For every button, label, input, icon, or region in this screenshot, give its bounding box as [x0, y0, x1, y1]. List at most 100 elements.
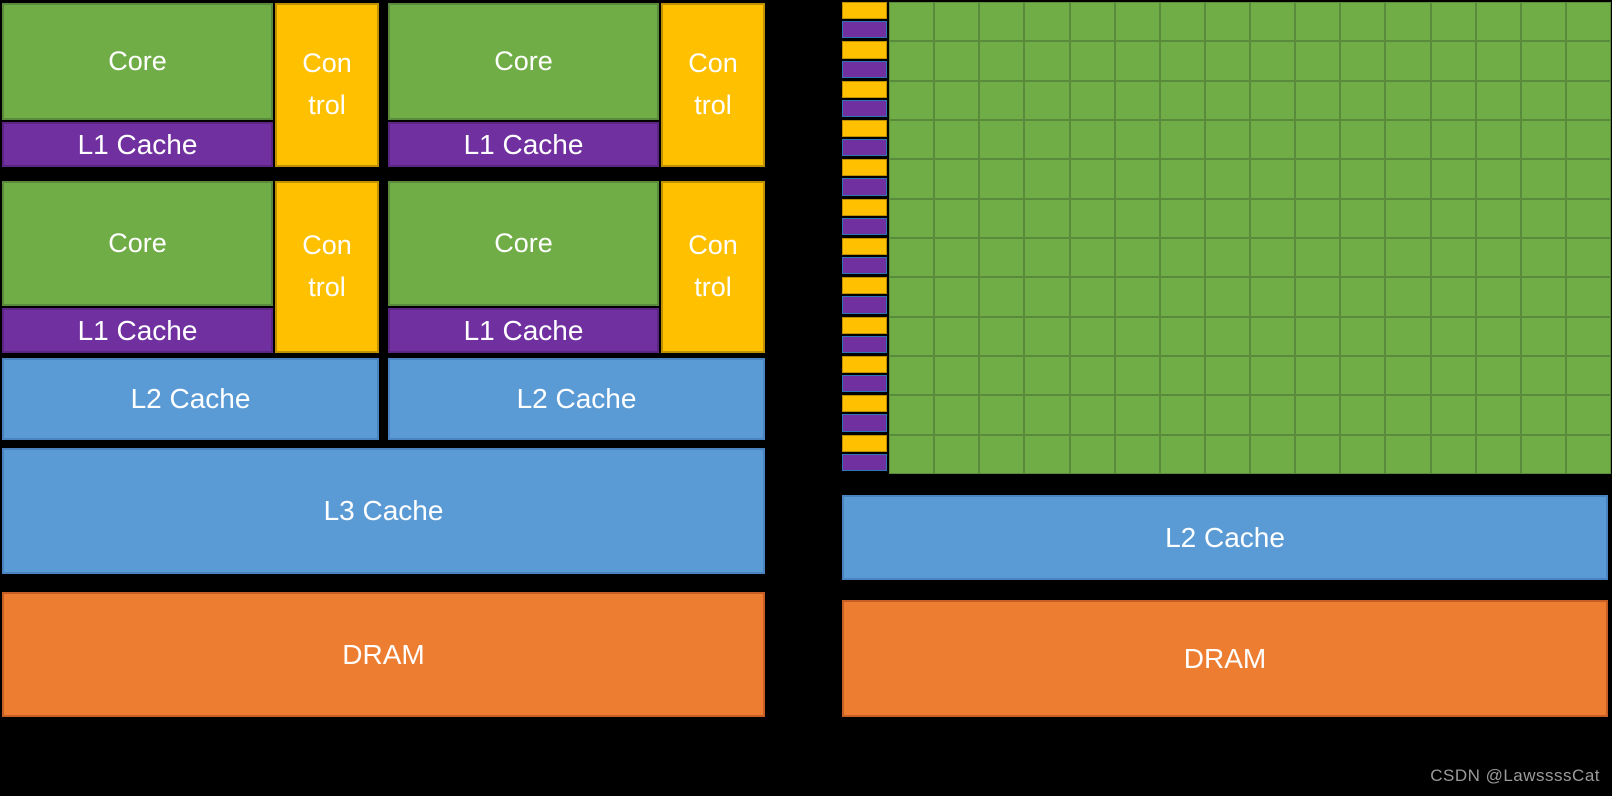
gpu-core-cell — [934, 80, 980, 120]
gpu-control-l1-stripe-pair — [842, 395, 887, 434]
gpu-core-row — [889, 237, 1611, 278]
gpu-core-cell — [1565, 159, 1611, 199]
gpu-control-l1-stripe-pair — [842, 2, 887, 41]
gpu-control-l1-stripe-pair — [842, 41, 887, 80]
gpu-core-cell — [1520, 316, 1566, 356]
gpu-control-l1-stripe-pair — [842, 119, 887, 159]
gpu-core-cell — [1069, 2, 1115, 42]
gpu-core-cell — [934, 159, 980, 199]
gpu-core-cell — [934, 41, 980, 81]
cpu-l2-cache-label: L2 Cache — [516, 383, 637, 415]
gpu-grid-row — [842, 237, 1611, 278]
gpu-control-l1-stripe-pair — [842, 316, 887, 356]
gpu-core-cell — [1520, 80, 1566, 120]
gpu-core-cell — [1250, 355, 1296, 396]
gpu-core-cell — [1565, 237, 1611, 278]
gpu-control-l1-stripe-pair — [842, 198, 887, 238]
gpu-core-cell — [889, 41, 935, 81]
gpu-core-cell — [1565, 316, 1611, 356]
cpu-l1-cache-label: L1 Cache — [77, 314, 198, 346]
gpu-grid-row — [842, 316, 1611, 356]
gpu-core-cell — [1295, 355, 1341, 396]
cpu-control-label-line2: trol — [694, 90, 732, 120]
gpu-core-cell — [1295, 395, 1341, 435]
gpu-core-cell — [1430, 41, 1476, 81]
gpu-core-cell — [1024, 159, 1070, 199]
gpu-l1-cache-stripe — [842, 375, 887, 393]
gpu-core-cell — [1024, 80, 1070, 120]
gpu-core-cell — [1114, 277, 1160, 317]
gpu-l1-cache-stripe — [842, 453, 887, 471]
gpu-core-cell — [979, 277, 1025, 317]
gpu-core-cell — [1250, 159, 1296, 199]
gpu-core-cell — [1430, 237, 1476, 278]
gpu-control-l1-stripe-pair — [842, 237, 887, 277]
gpu-core-cell — [979, 395, 1025, 435]
gpu-core-cell — [1475, 237, 1521, 278]
cpu-core-column: Core L1 Cache — [388, 181, 659, 353]
gpu-core-cell — [1024, 316, 1070, 356]
gpu-core-cell — [1295, 434, 1341, 474]
gpu-core-cell — [1385, 237, 1431, 278]
cpu-dram-block: DRAM — [2, 592, 765, 717]
gpu-l1-cache-stripe — [842, 21, 887, 39]
cpu-l1-cache-label: L1 Cache — [77, 128, 198, 160]
gpu-core-cell — [1159, 277, 1205, 317]
gpu-core-cell — [1295, 41, 1341, 81]
gpu-core-cell — [934, 434, 980, 474]
gpu-core-cell — [1520, 198, 1566, 238]
gpu-core-cell — [1159, 198, 1205, 238]
gpu-core-cell — [1430, 80, 1476, 120]
gpu-core-cell — [1024, 237, 1070, 278]
gpu-control-stripe — [842, 159, 887, 177]
cpu-diagram: Core L1 Cache Con trol Core L1 Cache — [2, 3, 765, 717]
gpu-core-cell — [1024, 395, 1070, 435]
cpu-control-block: Con trol — [275, 3, 379, 167]
gpu-grid-row — [842, 119, 1611, 160]
gpu-core-cell — [1385, 316, 1431, 356]
gpu-core-cell — [1475, 395, 1521, 435]
gpu-core-row — [889, 80, 1611, 120]
gpu-grid-row — [842, 80, 1611, 120]
gpu-core-cell — [1430, 434, 1476, 474]
gpu-core-cell — [1340, 119, 1386, 160]
gpu-core-cell — [1250, 395, 1296, 435]
gpu-grid-row — [842, 277, 1611, 317]
cpu-l1-cache-label: L1 Cache — [463, 128, 584, 160]
cpu-core-block: Core — [2, 3, 273, 120]
gpu-core-cell — [1385, 277, 1431, 317]
gpu-core-cell — [1430, 2, 1476, 42]
cpu-dram-label: DRAM — [342, 638, 425, 670]
gpu-core-cell — [1114, 2, 1160, 42]
gpu-core-cell — [1520, 434, 1566, 474]
gpu-core-row — [889, 159, 1611, 199]
cpu-l3-cache-block: L3 Cache — [2, 448, 765, 574]
cpu-core-group: Core L1 Cache Con trol — [2, 3, 379, 167]
cpu-l1-cache-block: L1 Cache — [2, 308, 273, 353]
watermark: CSDN @LawssssCat — [1430, 766, 1600, 785]
gpu-core-cell — [1114, 41, 1160, 81]
gpu-core-cell — [1340, 80, 1386, 120]
gpu-control-stripe — [842, 395, 887, 413]
gpu-core-cell — [1024, 434, 1070, 474]
gpu-core-cell — [1475, 2, 1521, 42]
gpu-diagram: L2 Cache DRAM — [842, 2, 1611, 717]
gpu-dram-label: DRAM — [1183, 642, 1267, 674]
gpu-grid-row — [842, 355, 1611, 396]
cpu-control-block: Con trol — [661, 3, 765, 167]
gpu-core-cell — [1250, 41, 1296, 81]
gpu-core-cell — [1340, 41, 1386, 81]
gpu-core-cell — [1114, 198, 1160, 238]
gpu-core-cell — [1159, 316, 1205, 356]
cpu-l1-cache-block: L1 Cache — [388, 308, 659, 353]
gpu-grid-row — [842, 198, 1611, 238]
gpu-control-stripe — [842, 119, 887, 138]
gpu-core-cell — [1385, 198, 1431, 238]
gpu-core-cell — [1204, 434, 1250, 474]
cpu-core-column: Core L1 Cache — [2, 181, 273, 353]
gpu-core-cell — [979, 80, 1025, 120]
gpu-core-cell — [979, 355, 1025, 396]
gpu-core-cell — [1069, 395, 1115, 435]
gpu-core-cell — [1565, 434, 1611, 474]
